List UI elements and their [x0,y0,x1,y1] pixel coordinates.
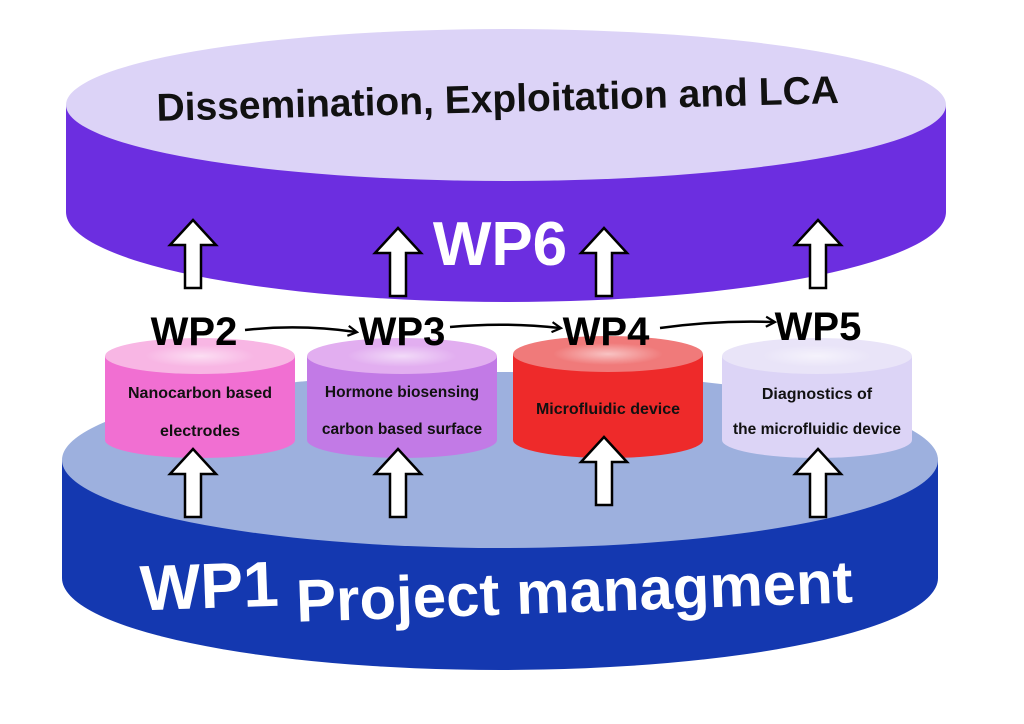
up-arrow [167,447,219,519]
cylinder-side [722,356,912,458]
flow-arrows [244,322,774,332]
wp3-desc-line2: carbon based surface [322,421,483,438]
wp6-label: WP6 [433,210,567,279]
wp3-desc-line1: Hormone biosensing [325,384,479,401]
wp2-desc-line2: electrodes [160,423,240,440]
up-arrow [578,226,630,298]
cylinder-side [105,356,295,458]
arrow-wp2-wp3 [244,327,356,332]
wp5-desc-line2: the microfluidic device [733,421,901,438]
cylinder-side [513,354,703,458]
base-wp-label: WP1 [139,548,280,625]
wp3-cylinder [307,338,497,458]
wp5-desc-line1: Diagnostics of [762,386,873,403]
wp4-label: WP4 [563,310,650,354]
cylinder-side [307,356,497,458]
wp3-label: WP3 [359,310,446,354]
cylinder-glow [553,343,663,365]
wp5-label: WP5 [775,305,862,349]
cylinder-glow [145,345,255,367]
arrow-wp3-wp4 [449,325,560,328]
wp4-desc-line1: Microfluidic device [536,401,680,418]
cylinder-glow [347,345,457,367]
top-disk-top [66,29,946,181]
top-disk [66,29,946,302]
up-arrow [167,218,219,290]
wp2-desc-line1: Nanocarbon based [128,385,272,402]
wp2-label: WP2 [151,310,238,354]
up-arrow [372,226,424,298]
wp5-cylinder [722,338,912,458]
arrows-from-wp1 [167,435,844,519]
cylinder-glow [762,345,872,367]
up-arrow [372,447,424,519]
arrow-wp4-wp5 [659,322,774,330]
up-arrow [792,447,844,519]
up-arrow [792,218,844,290]
wp2-cylinder [105,338,295,458]
wp4-cylinder [513,336,703,458]
arrows-to-wp6 [167,218,844,298]
up-arrow [578,435,630,507]
